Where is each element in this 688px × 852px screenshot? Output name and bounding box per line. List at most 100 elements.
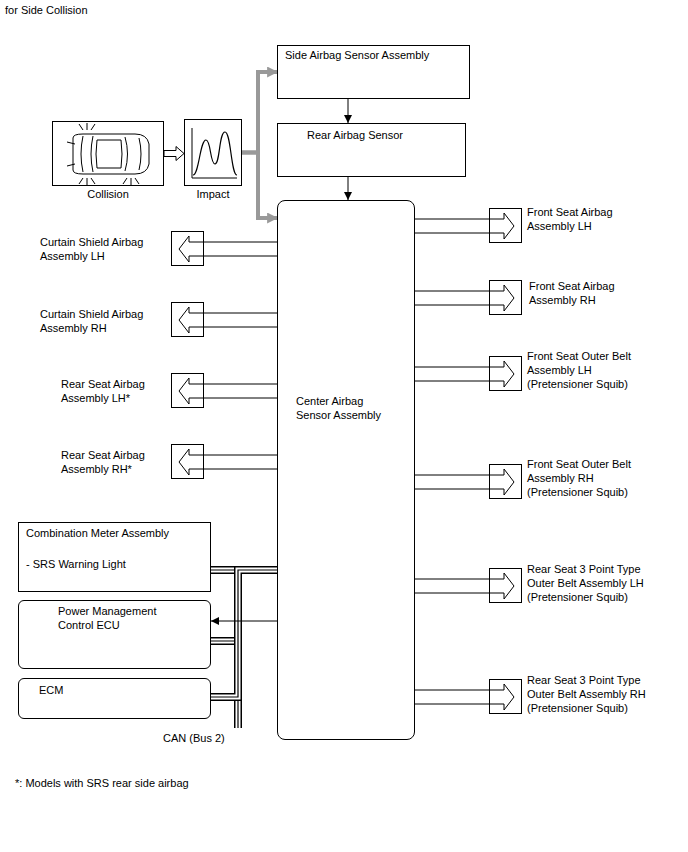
- squib-arrowhead: [489, 469, 514, 495]
- connector-line: [242, 153, 277, 219]
- component-box: Rear Airbag Sensor: [277, 123, 466, 177]
- connector-line: [211, 621, 277, 622]
- connector-line: [204, 256, 277, 257]
- squib-arrowhead: [179, 378, 204, 404]
- connector: [348, 177, 349, 200]
- connector: [242, 72, 277, 153]
- connector-line: [415, 233, 489, 234]
- component-box: Side Airbag Sensor Assembly: [277, 45, 470, 99]
- squib-arrowhead: [489, 213, 514, 239]
- can-bus-line: [237, 697, 238, 728]
- connector-line: [204, 398, 277, 399]
- impact-graph: [185, 120, 241, 185]
- connector: [415, 573, 514, 599]
- squib-connector: Curtain Shield Airbag Assembly LH: [171, 231, 204, 266]
- car-outline: [123, 178, 139, 185]
- connector: [211, 570, 277, 641]
- connector: [179, 236, 277, 262]
- graph-axes: [192, 128, 237, 178]
- connector-line: [415, 367, 489, 368]
- connector: [164, 147, 184, 161]
- car-outline: [91, 136, 93, 172]
- connector-line: [415, 489, 489, 490]
- component-label: Front Seat Outer Belt Assembly LH (Prete…: [527, 350, 655, 391]
- car-outline: [67, 142, 75, 144]
- connector-line: [204, 242, 277, 243]
- can-bus-line: [211, 570, 277, 697]
- squib-connector: Front Seat Outer Belt Assembly LH (Prete…: [489, 356, 522, 391]
- component-label: Collision: [52, 188, 164, 202]
- component-label: Front Seat Outer Belt Assembly RH (Prete…: [527, 458, 655, 499]
- squib-arrowhead: [489, 361, 514, 387]
- connector: [415, 213, 514, 239]
- car-outline: [139, 138, 141, 170]
- connector-line: [415, 690, 489, 691]
- connector: [211, 570, 277, 697]
- component-label: Rear Seat Airbag Assembly LH*: [61, 378, 161, 406]
- box-label: Center Airbag Sensor Assembly: [296, 395, 391, 423]
- box-label: Combination Meter Assembly: [26, 527, 206, 541]
- squib-connector: Front Seat Outer Belt Assembly RH (Prete…: [489, 464, 522, 499]
- connector-line: [204, 469, 277, 470]
- component-label: Front Seat Airbag Assembly RH: [529, 280, 644, 308]
- component-box: ECM: [18, 678, 211, 719]
- connector-line: [204, 313, 277, 314]
- car-outline: [125, 137, 128, 171]
- connector-line: [348, 177, 349, 200]
- squib-arrowhead: [179, 307, 204, 333]
- squib-arrowhead: [489, 573, 514, 599]
- squib-arrowhead: [179, 449, 204, 475]
- squib-connector: Curtain Shield Airbag Assembly RH: [171, 302, 204, 337]
- car-outline: [79, 123, 95, 130]
- component-box: Power Management Control ECU: [18, 600, 211, 669]
- connector: [415, 469, 514, 495]
- can-bus-line: [211, 570, 277, 697]
- car-outline: [96, 140, 122, 168]
- diagram-title: for Side Collision: [5, 4, 88, 18]
- car-outline: [73, 134, 149, 174]
- illustration-box: Collision: [52, 121, 164, 186]
- connector: [179, 307, 277, 333]
- connector-line: [415, 593, 489, 594]
- can-bus-line: [211, 570, 277, 641]
- connector: [415, 285, 514, 311]
- can-bus-line: [211, 570, 277, 697]
- component-label: Front Seat Airbag Assembly LH: [527, 206, 642, 234]
- squib-connector: Rear Seat 3 Point Type Outer Belt Assemb…: [489, 568, 522, 603]
- component-box: Combination Meter Assembly- SRS Warning …: [18, 522, 211, 592]
- squib-connector: Rear Seat Airbag Assembly LH*: [171, 373, 204, 408]
- can-bus-line: [234, 697, 242, 728]
- box-label: Side Airbag Sensor Assembly: [285, 49, 429, 63]
- can-bus-line: [211, 570, 277, 641]
- box-label: ECM: [39, 684, 63, 698]
- collision-illustration: [53, 122, 163, 185]
- car-outline: [81, 136, 83, 172]
- connector: [179, 378, 277, 404]
- box-label: Power Management Control ECU: [58, 605, 173, 633]
- illustration-box: Impact: [184, 119, 242, 186]
- connector-line: [415, 291, 489, 292]
- component-label: Curtain Shield Airbag Assembly LH: [40, 236, 165, 264]
- connector-line: [348, 99, 349, 123]
- can-bus-line: [211, 570, 277, 641]
- hollow-arrow: [164, 147, 184, 161]
- squib-arrowhead: [489, 285, 514, 311]
- connector-line: [415, 305, 489, 306]
- connector-line: [415, 579, 489, 580]
- squib-connector: Rear Seat Airbag Assembly RH*: [171, 444, 204, 479]
- connector-line: [415, 704, 489, 705]
- connector-line: [204, 327, 277, 328]
- connector: [415, 361, 514, 387]
- component-label: Rear Seat 3 Point Type Outer Belt Assemb…: [527, 563, 655, 604]
- component-label: Rear Seat 3 Point Type Outer Belt Assemb…: [527, 674, 655, 715]
- impact-curve: [193, 132, 237, 175]
- squib-arrowhead: [489, 684, 514, 710]
- connector: [348, 99, 349, 123]
- connector-line: [415, 475, 489, 476]
- component-label: Rear Seat Airbag Assembly RH*: [61, 449, 161, 477]
- can-bus-line: [236, 697, 241, 728]
- can-bus-stub: [238, 697, 239, 728]
- connector-line: [204, 455, 277, 456]
- connector-line: [415, 381, 489, 382]
